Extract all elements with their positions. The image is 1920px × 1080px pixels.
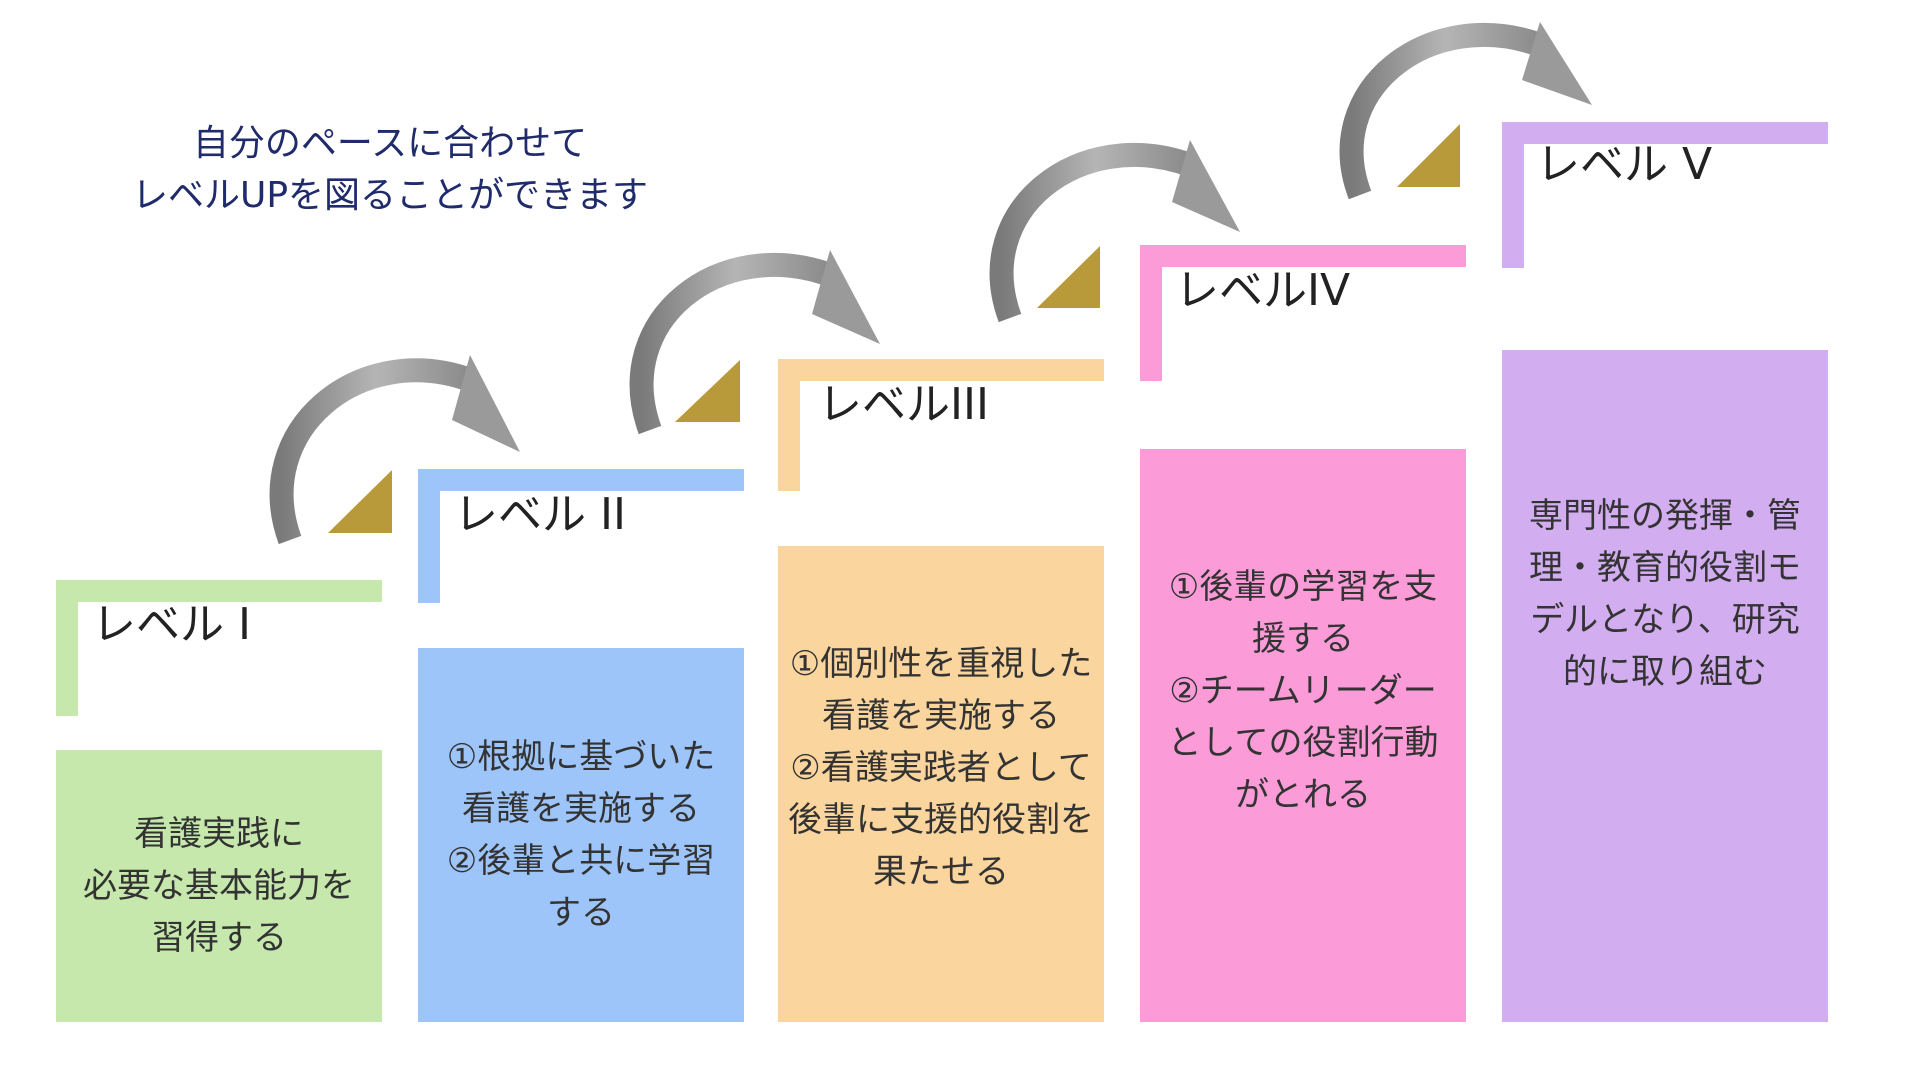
level-4-bracket-side	[1140, 245, 1162, 381]
triangle-icon	[1037, 246, 1100, 308]
level-3-description-box: ①個別性を重視した 看護を実施する ②看護実践者として 後輩に支援的役割を 果た…	[778, 546, 1104, 1022]
level-3-label: レベルIII	[818, 379, 989, 430]
level-1-bracket-side	[56, 580, 78, 716]
level-5-bracket-top	[1502, 122, 1828, 144]
level-4-label: レベルIV	[1175, 265, 1351, 316]
level-5-description-line: 的に取り組む	[1563, 652, 1767, 692]
level-2-description-line: 看護を実施する	[462, 789, 700, 829]
level-2-description-box: ①根拠に基づいた 看護を実施する ②後輩と共に学習 する	[418, 648, 744, 1022]
level-1-label: レベル I	[92, 599, 251, 650]
level-1-description-box: 看護実践に 必要な基本能力を 習得する	[56, 750, 382, 1022]
level-4-description-line: がとれる	[1235, 775, 1371, 815]
headline: 自分のペースに合わせて レベルUPを図ることができます	[80, 118, 700, 222]
level-1-bracket-top	[56, 580, 382, 602]
level-5-description-line: デルとなり、研究	[1530, 600, 1800, 640]
level-3-bracket-side	[778, 359, 800, 491]
level-2-description-line: ①根拠に基づいた	[446, 737, 716, 777]
level-2-bracket-top	[418, 469, 744, 491]
triangle-icon	[328, 470, 392, 533]
level-2-bracket-side	[418, 469, 440, 603]
level-4-bracket-top	[1140, 245, 1466, 267]
triangle-icon	[675, 360, 740, 422]
level-3-description-line: 果たせる	[873, 852, 1009, 892]
headline-line-2: レベルUPを図ることができます	[131, 175, 649, 216]
level-5-bracket-side	[1502, 122, 1524, 268]
level-4-description-line: としての役割行動	[1167, 723, 1439, 763]
level-4-description-line: 援する	[1252, 619, 1354, 659]
level-2-label: レベル II	[454, 489, 626, 540]
level-1-description-line: 習得する	[151, 918, 287, 958]
level-4-description-box: ①後輩の学習を支 援する ②チームリーダー としての役割行動 がとれる	[1140, 449, 1466, 1022]
level-4-description-line: ②チームリーダー	[1169, 671, 1437, 711]
triangle-icon	[1397, 124, 1460, 187]
level-3-description-line: 後輩に支援的役割を	[788, 800, 1094, 840]
level-1-description-line: 必要な基本能力を	[83, 866, 355, 906]
level-3-bracket-top	[778, 359, 1104, 381]
level-1-description-line: 看護実践に	[134, 814, 304, 854]
level-3-description-line: ①個別性を重視した	[789, 644, 1093, 684]
level-5-description-line: 専門性の発揮・管	[1529, 496, 1801, 536]
level-2-description-line: ②後輩と共に学習	[446, 841, 716, 881]
level-3-description-line: 看護を実施する	[822, 696, 1060, 736]
level-5-label: レベル V	[1536, 139, 1713, 190]
level-3-description-line: ②看護実践者として	[790, 748, 1092, 788]
level-5-description-line: 理・教育的役割モ	[1529, 548, 1801, 588]
level-5-description-box: 専門性の発揮・管 理・教育的役割モ デルとなり、研究 的に取り組む	[1502, 350, 1828, 1022]
level-4-description-line: ①後輩の学習を支	[1168, 567, 1438, 607]
headline-line-1: 自分のペースに合わせて	[192, 123, 588, 164]
level-2-description-line: する	[547, 893, 615, 933]
